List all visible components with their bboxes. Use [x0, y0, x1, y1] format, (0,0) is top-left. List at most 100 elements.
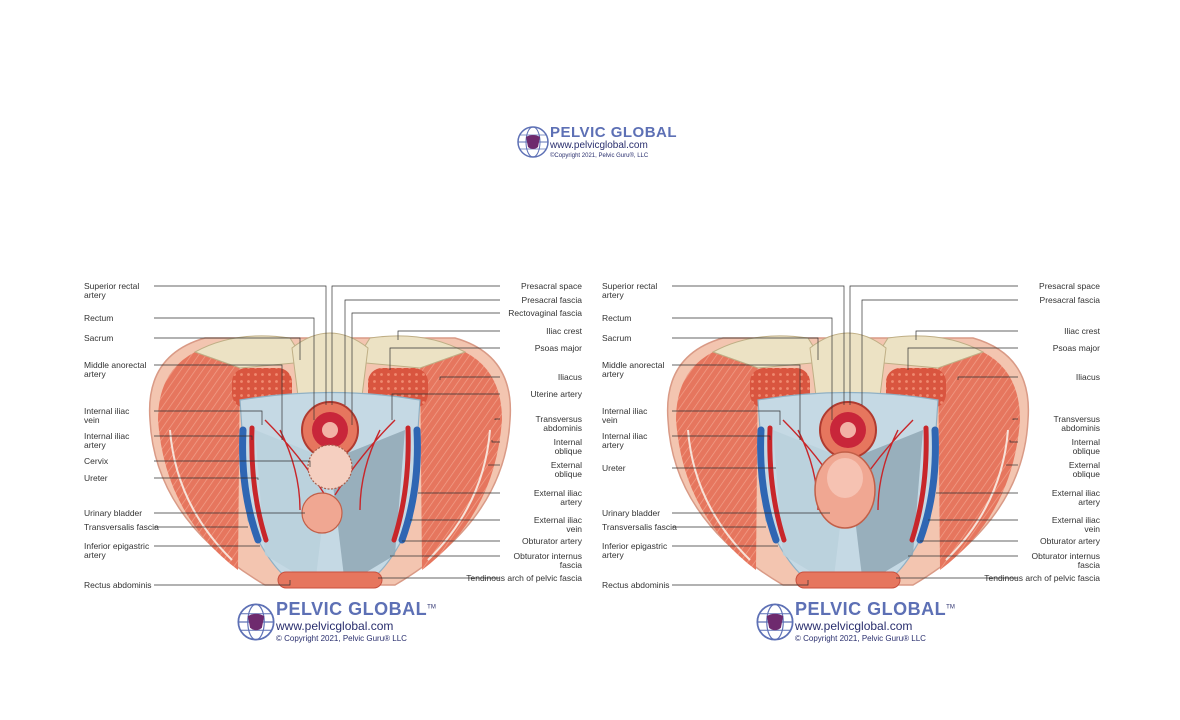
label-cervix: Cervix: [84, 456, 109, 466]
right-panel-left-labels: Superior rectalarteryRectumSacrumMiddle …: [602, 281, 845, 590]
top-logo-url: www.pelvicglobal.com: [550, 140, 648, 151]
leader-line-internal-iliac-vein: [672, 410, 781, 425]
label-superior-rectal-artery: artery: [84, 290, 106, 300]
label-rectum: Rectum: [602, 313, 631, 323]
label-rectum: Rectum: [84, 313, 113, 323]
label-presacral-space: Presacral space: [521, 281, 582, 291]
label-internal-oblique: Internal: [554, 437, 582, 447]
label-transversalis-fascia: Transversalis fascia: [84, 522, 159, 532]
leader-line-iliac-crest: [397, 330, 500, 340]
trademark-mark: TM: [427, 604, 436, 611]
label-internal-iliac-vein: vein: [602, 415, 618, 425]
label-presacral-space: Presacral space: [1039, 281, 1100, 291]
top-logo-copyright: ©Copyright 2021, Pelvic Guru®, LLC: [550, 153, 649, 159]
label-internal-iliac-vein: Internal iliac: [602, 406, 648, 416]
bottom-logo-url: www.pelvicglobal.com: [795, 619, 913, 633]
label-superior-rectal-artery: Superior rectal: [602, 281, 657, 291]
leader-line-rectus-abdominis: [154, 580, 291, 586]
cervix: [307, 444, 353, 490]
label-external-iliac-artery: External iliac: [534, 488, 583, 498]
leader-line-cervix: [154, 460, 311, 467]
label-external-iliac-artery: External iliac: [1052, 488, 1101, 498]
bottom-logo-copyright: © Copyright 2021, Pelvic Guru® LLC: [276, 634, 407, 643]
label-external-iliac-vein: vein: [566, 524, 582, 534]
label-transversus-abdominis: Transversus: [1054, 414, 1100, 424]
bottom-logo-right: PELVIC GLOBALTM www.pelvicglobal.com © C…: [755, 600, 955, 643]
bottom-logo-copyright: © Copyright 2021, Pelvic Guru® LLC: [795, 634, 926, 643]
leader-line-sacrum: [672, 337, 819, 360]
label-iliacus: Iliacus: [558, 372, 582, 382]
label-psoas-major: Psoas major: [535, 343, 582, 353]
label-sacrum: Sacrum: [602, 333, 631, 343]
leader-line-superior-rectal-artery: [154, 285, 327, 405]
label-middle-anorectal-artery: Middle anorectal: [84, 360, 146, 370]
label-middle-anorectal-artery: artery: [602, 369, 624, 379]
trademark-mark: TM: [946, 604, 955, 611]
label-middle-anorectal-artery: Middle anorectal: [602, 360, 664, 370]
label-inferior-epigastric-artery: artery: [602, 550, 624, 560]
label-internal-oblique: Internal: [1072, 437, 1100, 447]
label-external-iliac-artery: artery: [560, 497, 582, 507]
label-tendinous-arch-of-pelvic-fascia: Tendinous arch of pelvic fascia: [984, 573, 1100, 583]
bottom-logo-url: www.pelvicglobal.com: [276, 619, 394, 633]
leader-line-iliac-crest: [915, 330, 1018, 340]
leader-line-internal-oblique: [1009, 440, 1018, 443]
label-internal-iliac-artery: Internal iliac: [602, 431, 648, 441]
label-obturator-internus-fascia: Obturator internus: [513, 551, 582, 561]
leader-line-presacral-fascia: [861, 299, 1018, 405]
leader-line-rectum: [154, 317, 315, 420]
leader-line-rectovaginal-fascia: [351, 312, 500, 425]
label-internal-iliac-artery: artery: [84, 440, 106, 450]
label-obturator-internus-fascia: fascia: [1078, 560, 1100, 570]
label-obturator-artery: Obturator artery: [1040, 536, 1101, 546]
label-rectus-abdominis: Rectus abdominis: [602, 580, 670, 590]
label-internal-oblique: oblique: [555, 446, 583, 456]
leader-line-ureter: [154, 477, 259, 480]
leader-line-rectum: [672, 317, 833, 420]
leader-line-transversus-abdominis: [1012, 418, 1018, 420]
label-superior-rectal-artery: Superior rectal: [84, 281, 139, 291]
label-external-oblique: External: [1069, 460, 1100, 470]
label-presacral-fascia: Presacral fascia: [1040, 295, 1101, 305]
label-iliac-crest: Iliac crest: [1064, 326, 1101, 336]
label-internal-iliac-artery: Internal iliac: [84, 431, 130, 441]
label-internal-iliac-vein: vein: [84, 415, 100, 425]
globe-logo-icon: [517, 126, 549, 158]
label-external-iliac-vein: External iliac: [1052, 515, 1101, 525]
label-external-oblique: External: [551, 460, 582, 470]
label-rectus-abdominis: Rectus abdominis: [84, 580, 152, 590]
label-ureter: Ureter: [602, 463, 626, 473]
label-urinary-bladder: Urinary bladder: [84, 508, 142, 518]
leader-line-presacral-space: [849, 285, 1018, 405]
label-psoas-major: Psoas major: [1053, 343, 1100, 353]
leader-line-uterine-artery: [391, 393, 500, 420]
label-internal-iliac-artery: artery: [602, 440, 624, 450]
label-internal-iliac-vein: Internal iliac: [84, 406, 130, 416]
leader-line-psoas-major: [907, 347, 1018, 370]
top-logo-brand: PELVIC GLOBAL: [550, 124, 678, 141]
label-middle-anorectal-artery: artery: [84, 369, 106, 379]
label-inferior-epigastric-artery: artery: [84, 550, 106, 560]
top-logo: PELVIC GLOBAL www.pelvicglobal.com ©Copy…: [516, 125, 677, 159]
label-inferior-epigastric-artery: Inferior epigastric: [84, 541, 150, 551]
label-external-iliac-vein: External iliac: [534, 515, 583, 525]
leader-line-internal-iliac-vein: [154, 410, 263, 425]
left-panel-left-labels: Superior rectalarteryRectumSacrumMiddle …: [84, 281, 327, 590]
leader-line-middle-anorectal-artery: [154, 364, 283, 440]
urinary-bladder: [301, 492, 343, 534]
leader-line-internal-oblique: [491, 440, 500, 443]
label-uterine-artery: Uterine artery: [531, 389, 583, 399]
label-inferior-epigastric-artery: Inferior epigastric: [602, 541, 668, 551]
label-presacral-fascia: Presacral fascia: [522, 295, 583, 305]
leader-line-iliacus: [957, 376, 1018, 380]
label-sacrum: Sacrum: [84, 333, 113, 343]
leader-line-presacral-space: [331, 285, 500, 405]
label-transversus-abdominis: Transversus: [536, 414, 582, 424]
leader-line-middle-anorectal-artery: [672, 364, 801, 440]
leader-line-superior-rectal-artery: [672, 285, 845, 405]
label-superior-rectal-artery: artery: [602, 290, 624, 300]
label-obturator-internus-fascia: fascia: [560, 560, 582, 570]
label-iliac-crest: Iliac crest: [546, 326, 583, 336]
